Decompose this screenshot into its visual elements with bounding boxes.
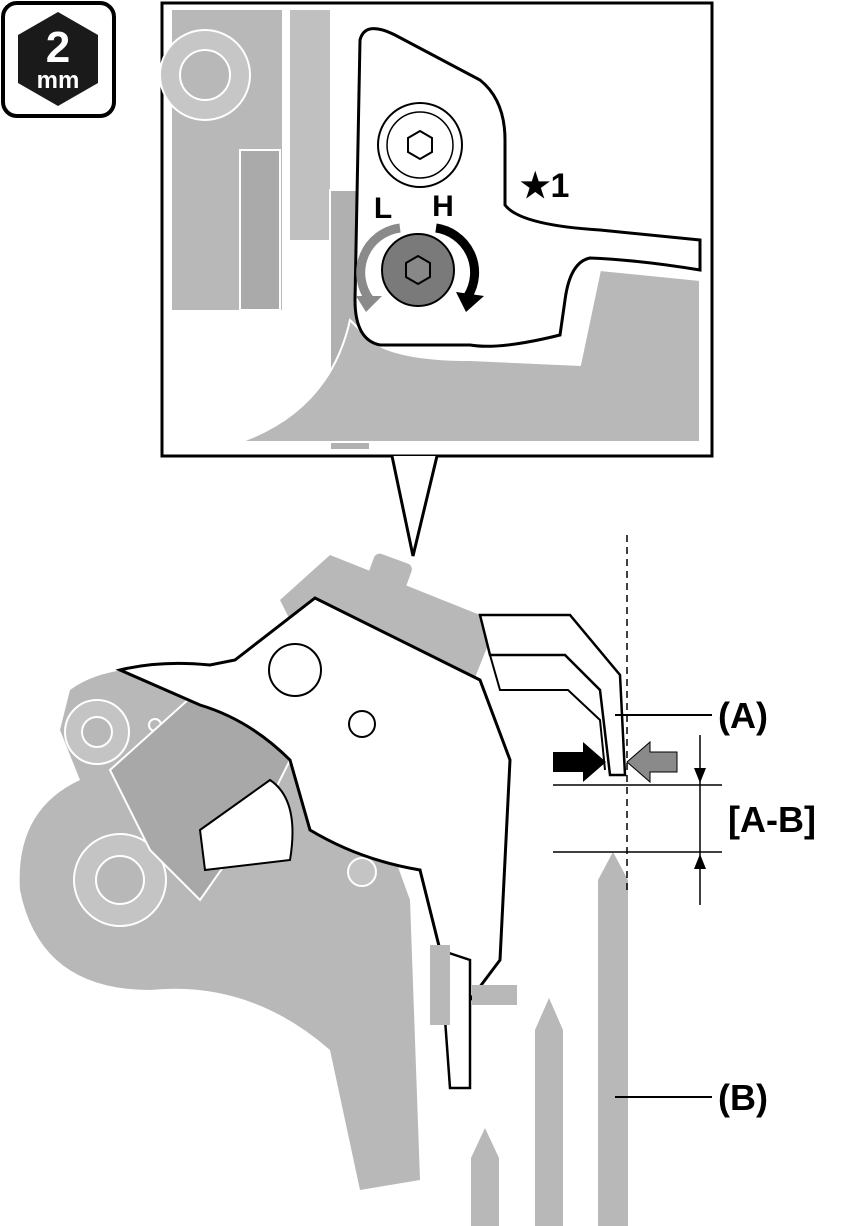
callout-b-label: (B) xyxy=(718,1077,768,1118)
hex-wrench-icon xyxy=(18,12,98,106)
chainring-tooth-small xyxy=(471,1128,499,1226)
adjustment-screw xyxy=(356,223,484,312)
derailleur-assembly xyxy=(19,553,627,1190)
callout-gap-label: [A-B] xyxy=(728,799,816,840)
clockwise-arrow xyxy=(435,223,480,299)
tool-size-unit: mm xyxy=(37,67,80,94)
dimension-lines xyxy=(553,735,722,905)
gap-arrows xyxy=(553,740,678,784)
star-note-label: ★1 xyxy=(520,167,569,205)
counterclockwise-arrow xyxy=(356,223,401,303)
high-limit-label: H xyxy=(432,190,454,223)
low-limit-label: L xyxy=(374,192,392,225)
hex-socket-screw-icon xyxy=(377,102,463,188)
tool-size-value: 2 xyxy=(46,23,70,72)
tool-size-badge: 2 mm xyxy=(1,1,116,118)
inset-pointer xyxy=(390,455,439,557)
chainring-tooth-middle xyxy=(535,998,563,1226)
detail-inset: L H ★1 xyxy=(159,1,714,458)
callout-a-label: (A) xyxy=(718,695,768,736)
chainring-tooth-large xyxy=(598,852,628,1226)
chainring-teeth xyxy=(471,852,628,1226)
gray-push-arrow xyxy=(626,740,678,784)
black-push-arrow xyxy=(553,742,606,782)
